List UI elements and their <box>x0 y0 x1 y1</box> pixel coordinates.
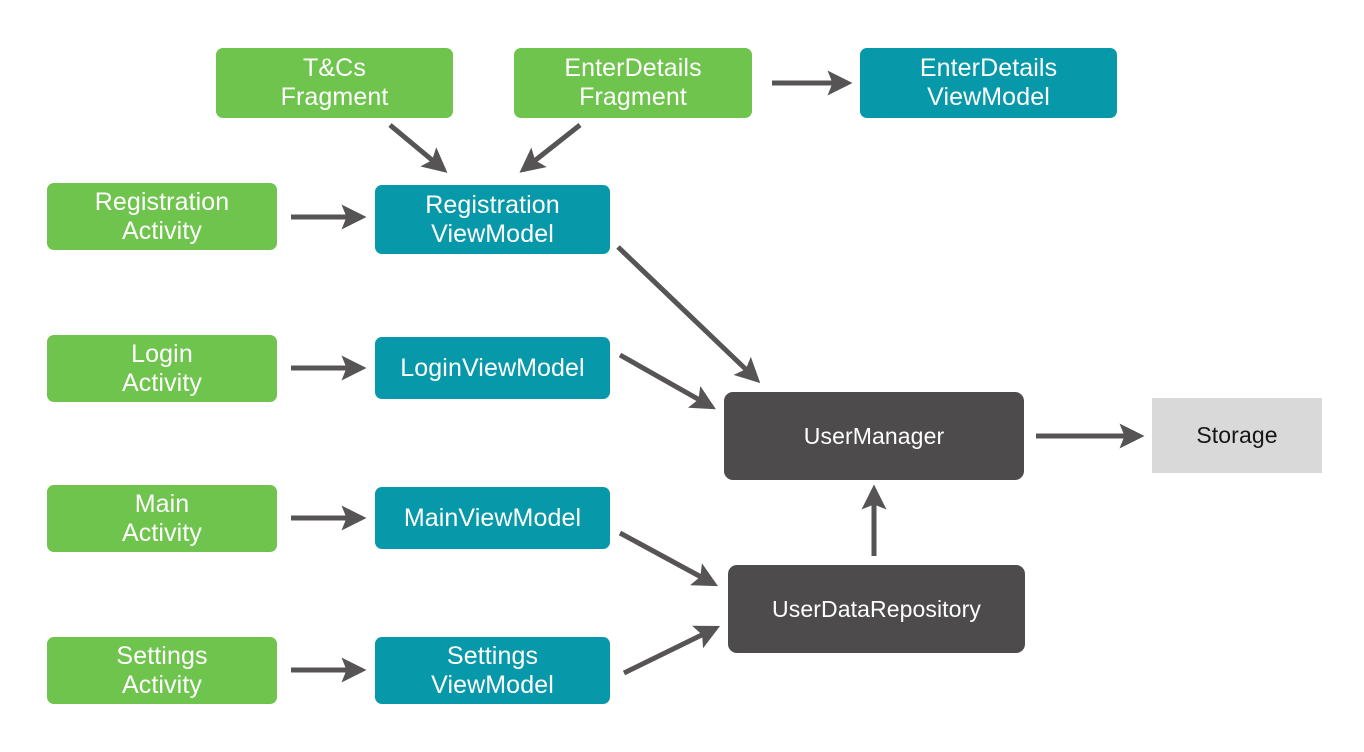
node-user-data-repository[interactable]: UserDataRepository <box>728 565 1025 653</box>
node-settings-viewmodel[interactable]: Settings ViewModel <box>375 637 610 704</box>
node-enterdetails-viewmodel[interactable]: EnterDetails ViewModel <box>860 48 1117 118</box>
node-tcs-fragment[interactable]: T&Cs Fragment <box>216 48 453 118</box>
edge-enterdetails-fragment-to-registration-viewmodel-arrow-icon <box>519 123 582 173</box>
node-login-activity[interactable]: Login Activity <box>47 335 277 402</box>
node-registration-activity[interactable]: Registration Activity <box>47 183 277 250</box>
node-main-activity[interactable]: Main Activity <box>47 485 277 552</box>
edge-settings-viewmodel-to-user-data-repository-arrow-icon <box>622 625 721 676</box>
edge-main-viewmodel-to-user-data-repository-arrow-icon <box>618 530 718 587</box>
node-enterdetails-fragment[interactable]: EnterDetails Fragment <box>514 48 752 118</box>
edge-registration-viewmodel-to-user-manager-arrow-icon <box>616 245 761 384</box>
edge-tcs-fragment-to-registration-viewmodel-arrow-icon <box>388 123 448 173</box>
node-storage[interactable]: Storage <box>1152 398 1322 473</box>
node-main-viewmodel[interactable]: MainViewModel <box>375 487 610 549</box>
node-user-manager[interactable]: UserManager <box>724 392 1024 480</box>
node-settings-activity[interactable]: Settings Activity <box>47 637 277 704</box>
edge-login-viewmodel-to-user-manager-arrow-icon <box>618 352 716 410</box>
node-login-viewmodel[interactable]: LoginViewModel <box>375 337 610 399</box>
node-registration-viewmodel[interactable]: Registration ViewModel <box>375 185 610 254</box>
